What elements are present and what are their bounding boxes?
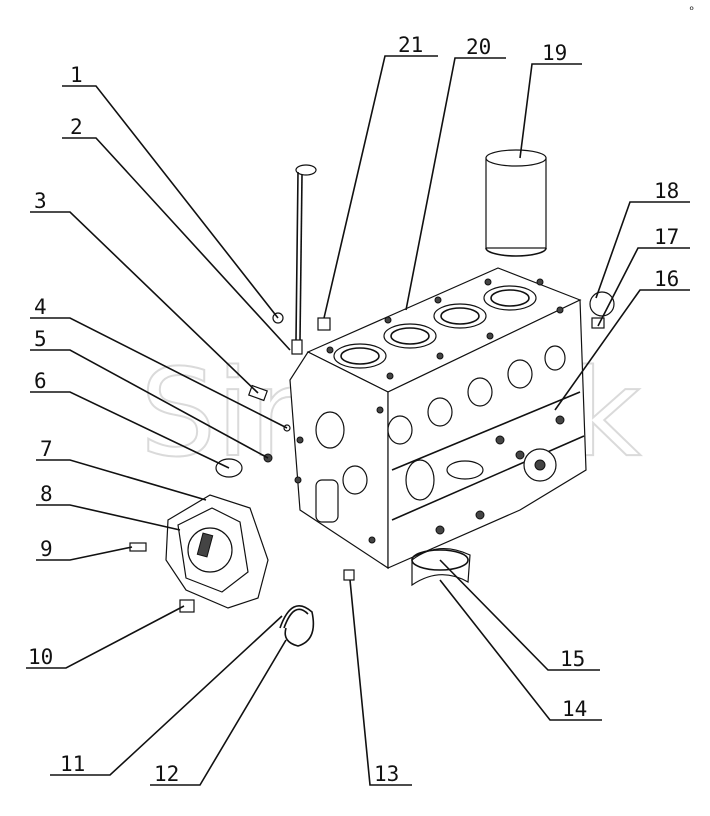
callout-10: 10 — [28, 645, 53, 669]
seal-housing — [165, 494, 269, 609]
callout-17: 17 — [654, 225, 679, 249]
callout-5: 5 — [34, 327, 47, 351]
callout-6: 6 — [34, 369, 47, 393]
corner-mark: ᵒ — [688, 3, 695, 17]
part-18-cap — [589, 291, 615, 317]
callout-7: 7 — [40, 437, 53, 461]
callout-3: 3 — [34, 189, 47, 213]
callout-20: 20 — [466, 35, 491, 59]
liner-top — [485, 149, 547, 167]
block-side-face — [387, 299, 587, 569]
callout-15: 15 — [560, 647, 585, 671]
callout-21: 21 — [398, 33, 423, 57]
callout-labels: 1 2 3 4 5 6 7 8 9 10 11 12 13 14 15 16 1… — [28, 33, 679, 786]
part-13-dowel — [343, 569, 355, 581]
cylinder-liner — [485, 149, 547, 257]
part-21-plug — [317, 317, 331, 331]
thrust-washer — [279, 605, 315, 647]
bearing-cap — [411, 547, 471, 587]
part-17-plug — [591, 317, 605, 329]
callout-4: 4 — [34, 295, 47, 319]
callout-18: 18 — [654, 179, 679, 203]
part-10-bolt — [179, 599, 195, 613]
liner-body — [485, 157, 547, 249]
callout-12: 12 — [154, 762, 179, 786]
engine-block — [289, 267, 587, 570]
callout-11: 11 — [60, 752, 85, 776]
callout-16: 16 — [654, 267, 679, 291]
callout-19: 19 — [542, 41, 567, 65]
callout-14: 14 — [562, 697, 587, 721]
callout-13: 13 — [374, 762, 399, 786]
callout-8: 8 — [40, 482, 53, 506]
callout-1: 1 — [70, 63, 83, 87]
rear-seal — [187, 527, 233, 573]
leader-lines — [26, 55, 690, 786]
dipstick — [291, 164, 317, 355]
callout-2: 2 — [70, 115, 83, 139]
callout-9: 9 — [40, 537, 53, 561]
part-9-pin — [129, 542, 147, 552]
block-front-face — [289, 351, 389, 570]
